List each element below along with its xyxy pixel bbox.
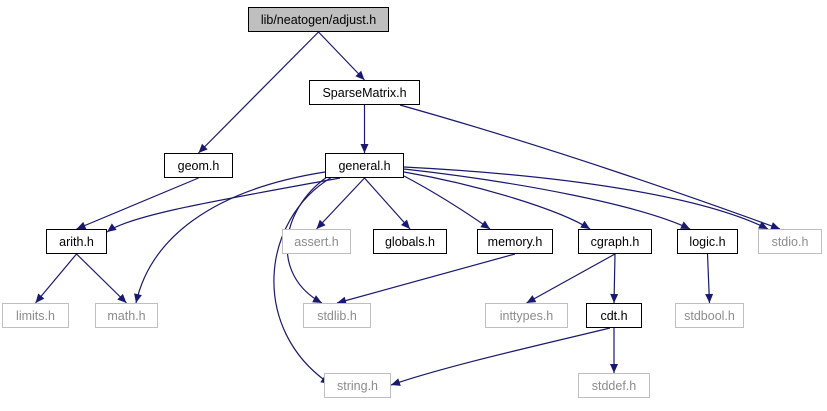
node-stdio-h: stdio.h [758, 229, 822, 254]
edge-general-to-arith [106, 177, 341, 233]
node-assert-h: assert.h [282, 229, 351, 254]
node-general-h[interactable]: general.h [325, 153, 404, 178]
arrowhead-adjust-to-geom [198, 143, 208, 153]
node-globals-h[interactable]: globals.h [373, 229, 447, 254]
node-math-h: math.h [95, 303, 158, 328]
node-arith-h[interactable]: arith.h [46, 229, 107, 254]
arrowhead-cgraph-to-inttypes [526, 295, 537, 303]
edge-general-to-math [135, 171, 326, 304]
arrowhead-general-to-memory [480, 220, 490, 229]
edge-geom-to-arith [76, 177, 199, 230]
arrowhead-general-to-logic [680, 221, 690, 229]
edge-memory-to-stdlib [336, 253, 516, 304]
arrowhead-cgraph-to-cdt [610, 293, 619, 303]
edge-general-to-cgraph [403, 171, 591, 230]
arrowhead-general-to-cgraph [580, 220, 590, 229]
arrowhead-geom-to-arith [76, 221, 87, 230]
arrowhead-cdt-to-string [391, 378, 401, 386]
arrowhead-general-to-arith [107, 223, 117, 232]
edge-cdt-to-string [390, 327, 611, 386]
arrowhead-memory-to-stdlib [337, 296, 347, 305]
edge-general-to-memory [403, 175, 491, 230]
edge-arith-to-limits [35, 253, 77, 304]
node-adjust-h: lib/neatogen/adjust.h [248, 7, 389, 32]
edge-general-to-assert [316, 177, 365, 230]
arrowhead-general-to-stdlib [312, 295, 322, 303]
edge-adjust-to-geom [198, 31, 319, 154]
edge-general-to-stdio [403, 166, 769, 230]
edge-arith-to-math [76, 253, 127, 304]
node-stdlib-h: stdlib.h [303, 303, 371, 328]
node-inttypes-h: inttypes.h [485, 303, 568, 328]
arrowhead-general-to-globals [401, 219, 410, 229]
node-stddef-h: stddef.h [578, 373, 650, 398]
edge-adjust-to-sparse [318, 31, 365, 81]
node-stdbool-h: stdbool.h [675, 303, 744, 328]
node-geom-h[interactable]: geom.h [164, 153, 233, 178]
edge-general-to-globals [364, 177, 411, 230]
node-sparsematrix-h[interactable]: SparseMatrix.h [309, 80, 420, 105]
node-cgraph-h[interactable]: cgraph.h [578, 229, 652, 254]
edge-cgraph-to-inttypes [526, 253, 616, 304]
node-limits-h: limits.h [2, 303, 69, 328]
arrowhead-sparse-to-general [360, 144, 369, 153]
node-string-h: string.h [324, 373, 391, 398]
node-memory-h[interactable]: memory.h [477, 229, 553, 254]
arrowhead-arith-to-limits [35, 293, 45, 303]
arrowhead-general-to-math [134, 293, 142, 303]
arrowhead-arith-to-math [117, 293, 127, 303]
arrowhead-sparse-to-stdio [770, 222, 780, 230]
node-cdt-h[interactable]: cdt.h [586, 303, 642, 328]
node-logic-h[interactable]: logic.h [677, 229, 738, 254]
edge-general-to-logic [403, 168, 691, 230]
arrowhead-general-to-assert [316, 219, 326, 229]
arrowhead-logic-to-stdbool [705, 293, 714, 303]
edge-sparse-to-stdio [399, 104, 781, 230]
arrowhead-adjust-to-sparse [355, 70, 365, 80]
edge-general-to-string [273, 176, 333, 385]
arrowhead-cdt-to-stddef [610, 364, 618, 373]
arrowhead-general-to-stdio [758, 221, 768, 229]
